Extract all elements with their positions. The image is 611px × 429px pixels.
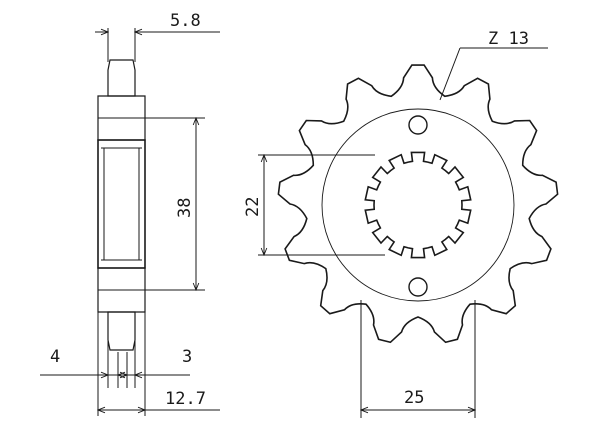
pitch-circle bbox=[321, 108, 515, 302]
label-spline-height: 22 bbox=[243, 197, 263, 217]
label-diameter: 38 bbox=[175, 198, 195, 218]
dim-offsets: 4 3 bbox=[40, 340, 192, 388]
spline-hole bbox=[364, 151, 472, 259]
bolt-hole-bottom bbox=[408, 277, 428, 297]
dim-diameter: 38 bbox=[145, 118, 205, 290]
dim-base-width: 25 bbox=[361, 300, 475, 418]
side-tooth-bottom bbox=[107, 311, 136, 351]
dim-total-width: 12.7 bbox=[98, 312, 220, 416]
bolt-hole-top bbox=[408, 115, 428, 135]
side-tooth-top bbox=[107, 59, 136, 97]
teeth-callout: Z 13 bbox=[439, 29, 548, 101]
sprocket-outline bbox=[277, 64, 559, 344]
label-base-width: 25 bbox=[404, 388, 424, 408]
label-total-width: 12.7 bbox=[165, 389, 206, 409]
label-teeth: Z 13 bbox=[488, 29, 529, 49]
label-hub-width: 5.8 bbox=[170, 11, 201, 31]
label-right-offset: 3 bbox=[182, 347, 192, 367]
label-left-offset: 4 bbox=[50, 347, 60, 367]
front-view bbox=[277, 64, 559, 344]
side-hub bbox=[97, 139, 146, 269]
dim-spline-height: 22 bbox=[243, 155, 385, 255]
side-view bbox=[97, 59, 146, 351]
dim-hub-width: 5.8 bbox=[95, 11, 220, 62]
